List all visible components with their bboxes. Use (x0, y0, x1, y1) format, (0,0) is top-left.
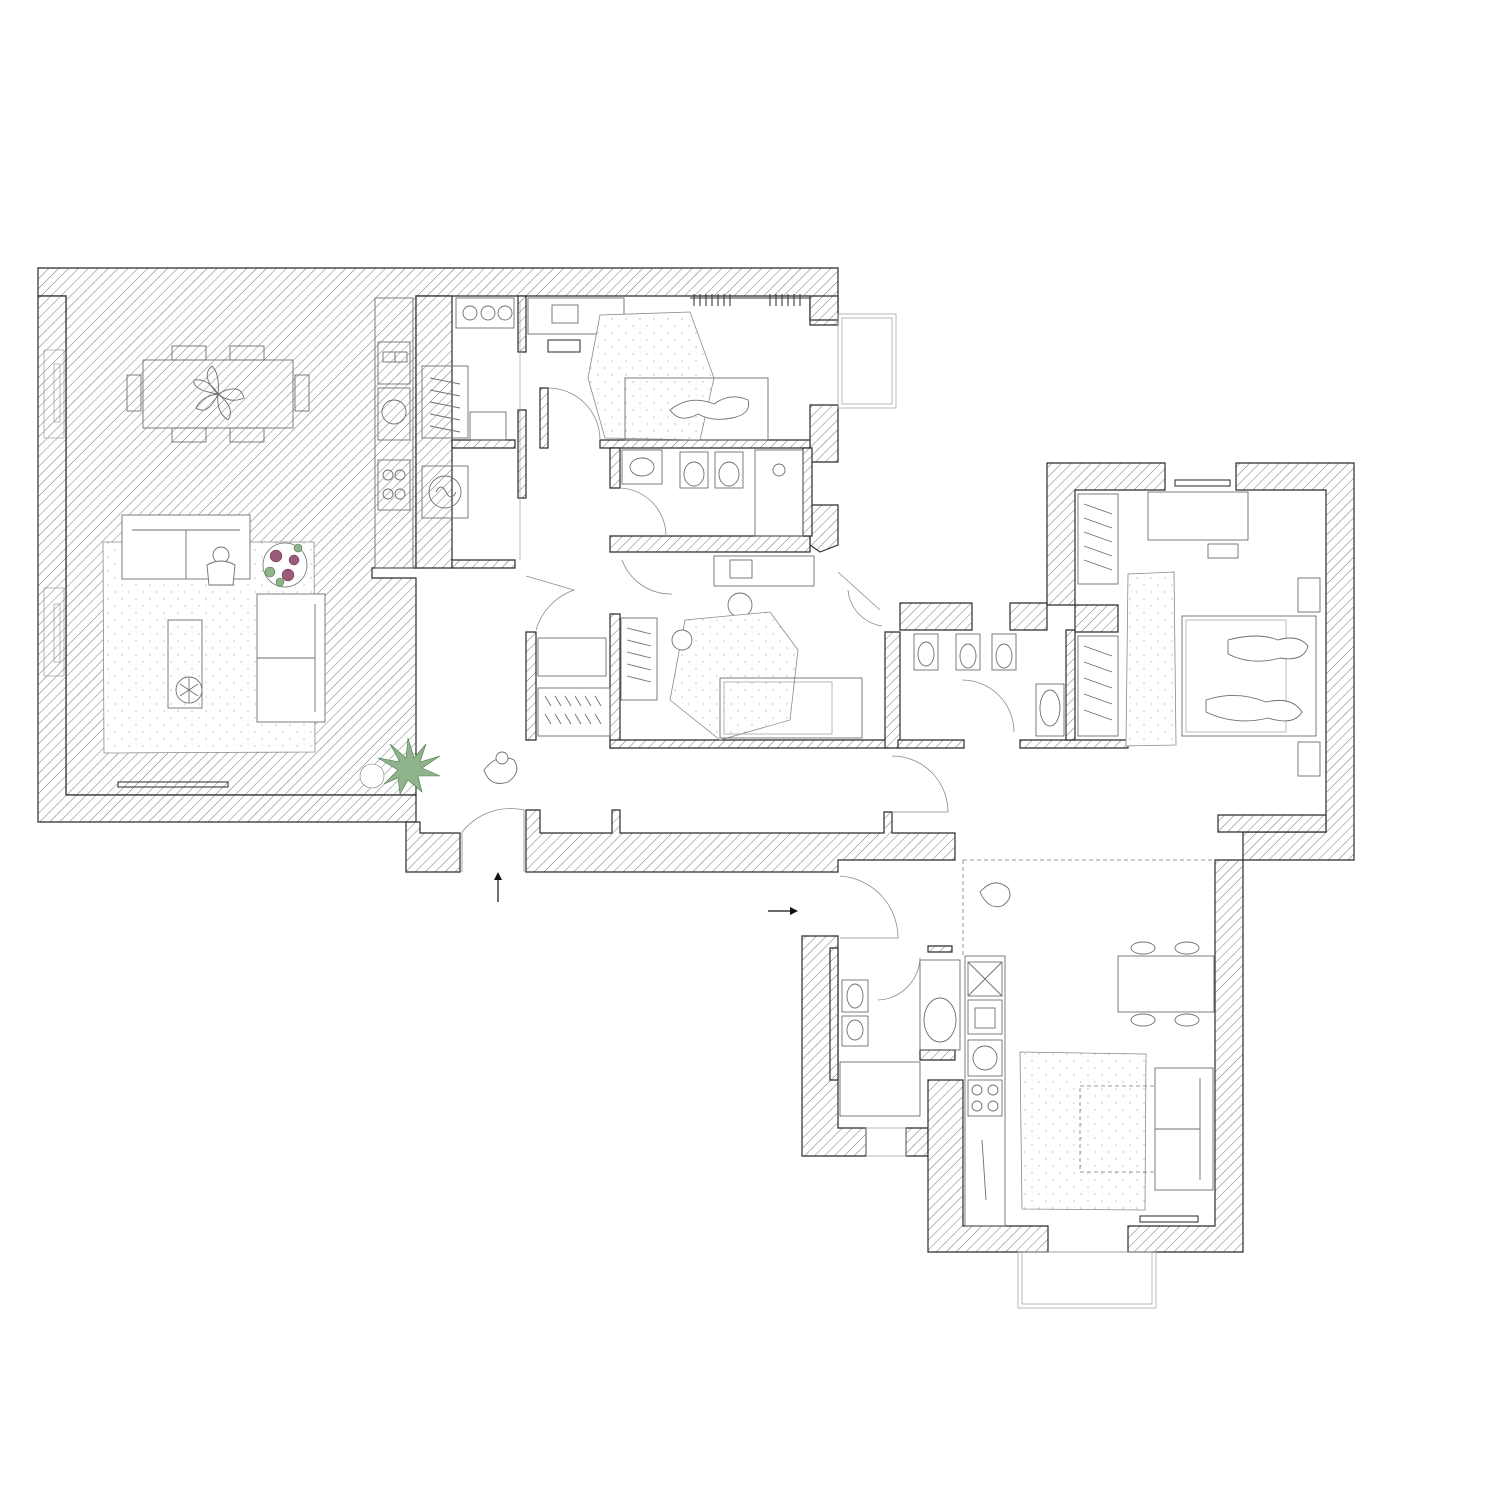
main-bathroom (619, 449, 804, 537)
sofa-right[interactable] (256, 593, 326, 723)
dining-chairs[interactable] (126, 345, 310, 443)
double-bed[interactable] (1181, 615, 1317, 737)
studio-apartment (962, 859, 1215, 1309)
dining-table[interactable] (142, 359, 294, 429)
master-bedroom (1077, 479, 1321, 777)
radiator (117, 781, 229, 788)
nightstand (1297, 577, 1321, 613)
entrance-arrow-icon (494, 872, 502, 902)
reclining-person-icon (669, 396, 750, 420)
entrance-arrow-icon (768, 907, 798, 915)
kids-desk[interactable] (713, 555, 815, 587)
study-room (527, 294, 897, 441)
shoe-rack (537, 687, 611, 737)
study-chair[interactable] (547, 339, 581, 353)
potted-plant-icon (262, 542, 308, 588)
study-rug (587, 311, 715, 441)
laptop-icon (729, 559, 753, 579)
living-area (43, 349, 441, 795)
balcony-top (837, 313, 897, 409)
kids-bed[interactable] (719, 677, 863, 739)
study-daybed[interactable] (624, 377, 769, 441)
corner-plant-icon (359, 737, 441, 795)
studio-kitchen (964, 955, 1006, 1227)
interior-partitions (415, 295, 1129, 1081)
second-bathroom (913, 633, 1065, 737)
studio-table[interactable] (1117, 955, 1215, 1013)
laptop-icon (551, 304, 579, 324)
bookshelf (690, 294, 810, 306)
studio-chairs[interactable] (1130, 941, 1200, 1027)
person-figure-icon (483, 751, 518, 784)
studio-sofa[interactable] (1154, 1067, 1214, 1191)
person-figure-icon (671, 629, 693, 651)
radiator (1139, 1215, 1199, 1223)
sleeping-person-icon (1205, 635, 1309, 722)
studio-bathroom (839, 957, 961, 1157)
kitchen-counter (374, 297, 414, 569)
balcony-bottom (1017, 1251, 1157, 1309)
person-figure-icon (979, 882, 1011, 908)
kids-bedroom (537, 555, 863, 741)
radiator (1174, 479, 1231, 487)
coffee-table[interactable] (167, 619, 203, 709)
round-stool[interactable] (727, 592, 753, 618)
door-swings (461, 302, 949, 939)
master-rug (1125, 571, 1177, 747)
storage-shelf (537, 637, 607, 677)
utility-room (421, 297, 515, 519)
kids-rug (669, 611, 799, 741)
window-left-1 (43, 349, 65, 439)
wardrobe (620, 617, 658, 701)
dining-area (126, 345, 310, 443)
studio-rug (1019, 1051, 1147, 1211)
coffee-table-plant-icon (175, 676, 203, 704)
table-flower-icon (193, 365, 245, 421)
desk-chair[interactable] (1207, 543, 1239, 559)
window-left-2 (43, 587, 65, 677)
nightstand (1297, 741, 1321, 777)
person-figure-icon (206, 546, 236, 586)
master-wardrobe (1077, 493, 1119, 737)
master-desk[interactable] (1147, 491, 1249, 541)
